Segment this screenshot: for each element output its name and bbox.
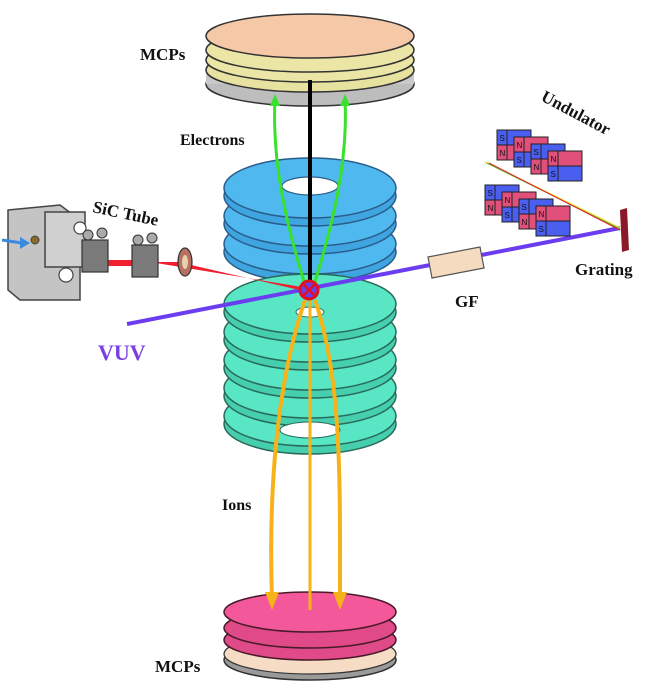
magnet-face (547, 165, 559, 182)
label-mcps-bottom: MCPs (155, 657, 201, 676)
magnet-pole-label: S (551, 170, 556, 179)
ion-trajectories (265, 299, 347, 610)
magnet-face (496, 144, 508, 161)
magnet-pole-label: N (551, 155, 557, 164)
gas-filter (427, 246, 485, 279)
magnet-face (513, 151, 525, 168)
label-sic-tube: SiC Tube (91, 197, 161, 230)
arrowhead-icon (340, 94, 350, 106)
label-gf: GF (455, 292, 479, 311)
label-grating: Grating (575, 260, 633, 279)
arrowhead-icon (333, 592, 347, 610)
label-undulator: Undulator (538, 87, 614, 139)
label-electrons: Electrons (180, 132, 245, 149)
magnet-face (535, 220, 547, 237)
grating (620, 208, 629, 252)
mcp-detector-bottom (223, 591, 397, 681)
arrowhead-icon (270, 94, 280, 106)
gas-inlet-arrow-icon (20, 237, 30, 249)
magnet-pole-label: N (505, 196, 511, 205)
mcp-detector-top (205, 13, 415, 107)
magnet-pole-label: N (488, 204, 494, 213)
undulator-radiation (484, 161, 621, 231)
magnet-pole-label: N (500, 149, 506, 158)
magnet-pole-label: S (500, 134, 505, 143)
magnet-pole-label: N (522, 218, 528, 227)
magnet-pole-label: N (517, 141, 523, 150)
magnet-pole-label: S (505, 211, 510, 220)
magnet-face (518, 213, 530, 230)
interaction-point (298, 279, 320, 301)
magnet-face (501, 206, 513, 223)
sic-tube-assembly (1, 204, 193, 301)
magnet-face (530, 158, 542, 175)
magnet-pole-label: S (488, 189, 493, 198)
magnet-pole-label: N (539, 210, 545, 219)
electron-trajectories (270, 80, 350, 286)
label-ions: Ions (222, 497, 251, 514)
label-vuv: VUV (98, 340, 146, 365)
magnet-pole-label: S (517, 156, 522, 165)
magnet-face (484, 199, 496, 216)
vuv-beam (126, 226, 621, 326)
magnet-pole-label: S (522, 203, 527, 212)
label-mcps-top: MCPs (140, 45, 186, 64)
arrowhead-icon (265, 592, 279, 610)
magnet-pole-label: S (534, 148, 539, 157)
magnet-pole-label: S (539, 225, 544, 234)
magnet-pole-label: N (534, 163, 540, 172)
